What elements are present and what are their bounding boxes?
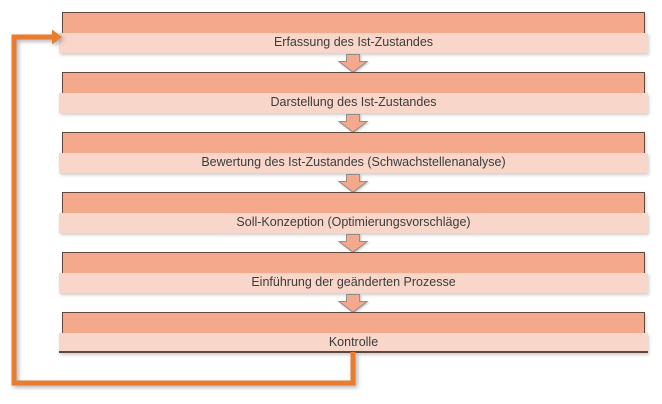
- step-header-band: [62, 312, 645, 333]
- step-header-band: [62, 72, 645, 93]
- step-label: Soll-Konzeption (Optimierungsvorschläge): [59, 213, 648, 233]
- step-label: Kontrolle: [59, 333, 648, 353]
- flow-step-einfuehrung: Einführung der geänderten Prozesse: [59, 252, 648, 293]
- down-arrow-icon: [338, 114, 368, 133]
- flow-step-darstellung: Darstellung des Ist-Zustandes: [59, 72, 648, 113]
- down-arrow-icon: [338, 234, 368, 253]
- step-header-band: [62, 192, 645, 213]
- step-label: Erfassung des Ist-Zustandes: [59, 33, 648, 53]
- step-label: Darstellung des Ist-Zustandes: [59, 93, 648, 113]
- flow-step-bewertung: Bewertung des Ist-Zustandes (Schwachstel…: [59, 132, 648, 173]
- flow-step-erfassung: Erfassung des Ist-Zustandes: [59, 12, 648, 53]
- step-label: Einführung der geänderten Prozesse: [59, 273, 648, 293]
- down-arrow-icon: [338, 174, 368, 193]
- down-arrow-icon: [338, 294, 368, 313]
- down-arrow-icon: [338, 54, 368, 73]
- step-header-band: [62, 12, 645, 33]
- step-header-band: [62, 252, 645, 273]
- step-header-band: [62, 132, 645, 153]
- flow-step-soll-konzeption: Soll-Konzeption (Optimierungsvorschläge): [59, 192, 648, 233]
- step-label: Bewertung des Ist-Zustandes (Schwachstel…: [59, 153, 648, 173]
- flow-step-kontrolle: Kontrolle: [59, 312, 648, 353]
